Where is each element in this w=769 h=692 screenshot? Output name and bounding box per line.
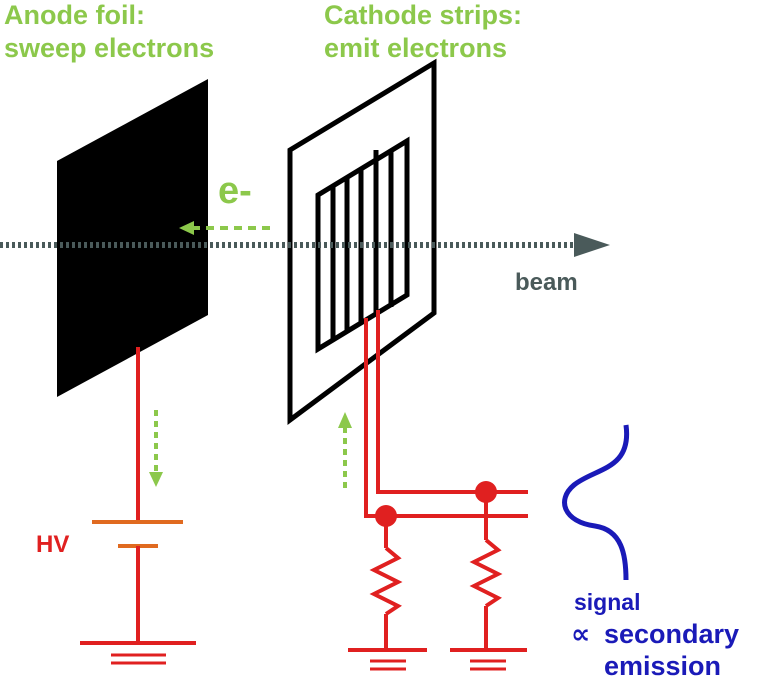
cathode-label-line2: emit electrons [324,33,507,63]
cathode-strips [315,136,410,354]
proportional-symbol: ∝ [571,619,590,649]
signal-label-line3: emission [604,651,721,681]
signal-label-line1: signal [574,589,640,615]
signal-pulse-curve [562,424,630,581]
hv-label: HV [36,531,69,558]
electron-label: e- [218,170,252,212]
beam-arrowhead [574,233,610,257]
readout-circuit [364,310,528,518]
cathode-frame [287,58,437,425]
signal-label-line2: secondary [604,619,739,649]
electron-flow-left-arrowhead [179,221,194,235]
electron-flow-up-arrowhead [338,412,352,428]
resistor-2 [450,492,527,671]
beam-label: beam [515,269,578,296]
anode-foil [57,79,208,397]
anode-label-line1: Anode foil: [4,0,145,30]
anode-label-line2: sweep electrons [4,33,214,63]
electron-flow-down-arrowhead [149,472,163,487]
resistor-1 [348,516,427,671]
cathode-label-line1: Cathode strips: [324,0,522,30]
